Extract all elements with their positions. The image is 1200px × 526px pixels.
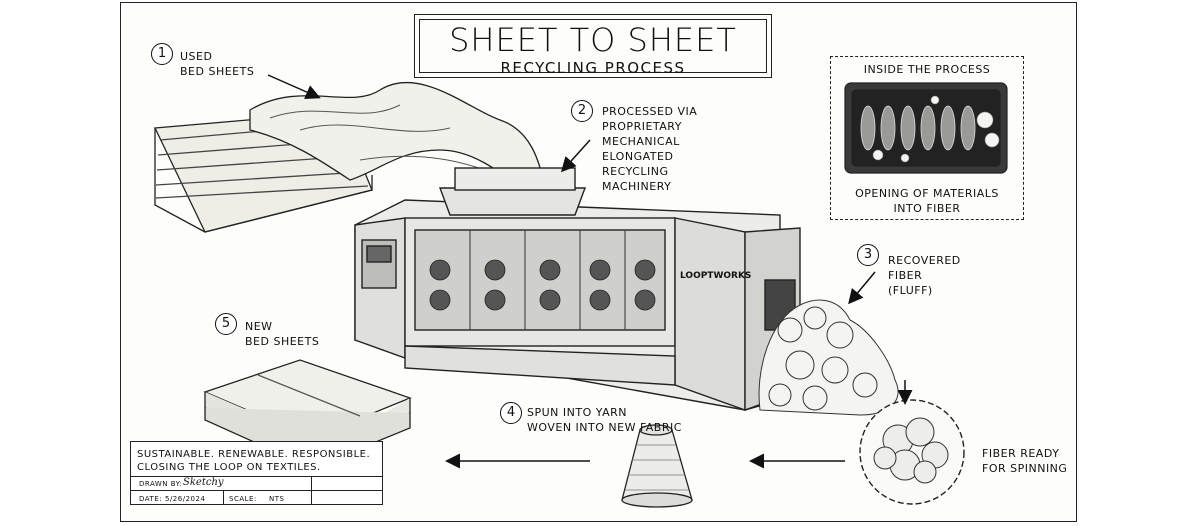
inset-illustration	[844, 82, 1008, 174]
arrow-to-fiber	[848, 271, 876, 305]
step-5-number: 5	[215, 313, 237, 335]
recycling-machine	[354, 167, 801, 411]
scale-value: NTS	[269, 495, 285, 503]
step-1-number: 1	[151, 43, 173, 65]
yarn-cone	[621, 424, 693, 508]
date-value: 5/26/2024	[165, 495, 206, 503]
scale-label: SCALE:	[229, 495, 257, 503]
new-sheets-stack	[203, 359, 412, 469]
step-4-number: 4	[500, 402, 522, 424]
drawn-by-value: Sketchy	[183, 477, 224, 488]
step-2-label: PROCESSED VIA PROPRIETARY MECHANICAL ELO…	[602, 105, 698, 193]
step-3-number: 3	[857, 244, 879, 266]
title-block-footer: SUSTAINABLE. RENEWABLE. RESPONSIBLE. CLO…	[130, 441, 383, 505]
arrow-to-machine-1	[267, 74, 321, 100]
date-label: DATE:	[139, 495, 163, 503]
machine-brand: LOOPTWORKS	[680, 271, 752, 281]
step-4-label: SPUN INTO YARN WOVEN INTO NEW FABRIC	[527, 406, 682, 434]
inset-title: INSIDE THE PROCESS	[863, 63, 991, 76]
step-5-label: NEW BED SHEETS	[245, 320, 320, 348]
step-1-label: USED BED SHEETS	[180, 50, 255, 78]
title-block: SHEET TO SHEET RECYCLING PROCESS	[414, 14, 772, 78]
step-3-label: RECOVERED FIBER (FLUFF)	[888, 254, 961, 297]
footer-tagline: SUSTAINABLE. RENEWABLE. RESPONSIBLE. CLO…	[137, 449, 371, 473]
step-2-number: 2	[571, 100, 593, 122]
arrow-to-hopper	[560, 139, 591, 173]
drawn-by-label: DRAWN BY:	[139, 480, 183, 488]
page-subtitle: RECYCLING PROCESS	[500, 59, 686, 77]
fiber-pile	[758, 299, 899, 416]
page-title: SHEET TO SHEET	[449, 21, 737, 59]
fiber-ready-label: FIBER READY FOR SPINNING	[982, 447, 1068, 475]
inset-caption: OPENING OF MATERIALS INTO FIBER	[855, 187, 999, 215]
inside-process-inset	[830, 56, 1024, 220]
